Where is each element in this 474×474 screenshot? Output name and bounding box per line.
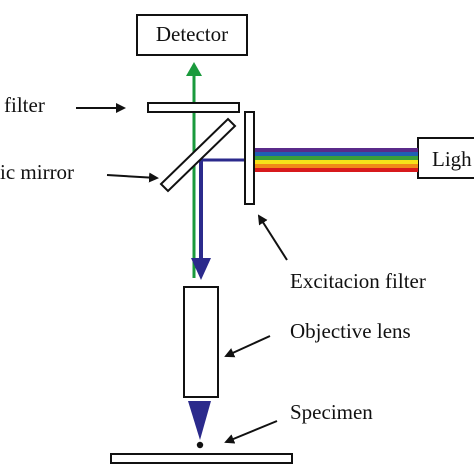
- arrow-icon: [106, 172, 159, 183]
- emission-filter: [147, 102, 240, 113]
- arrow-icon: [224, 335, 271, 358]
- objective-lens-label: Objective lens: [290, 319, 411, 343]
- spectrum-band: [255, 160, 418, 164]
- specimen-label: Specimen: [290, 400, 373, 424]
- spectrum-band: [255, 164, 418, 168]
- spectrum-band: [255, 168, 418, 172]
- excitation-filter: [244, 111, 255, 205]
- dichroic-mirror: [159, 117, 237, 193]
- specimen-callout: Specimen: [224, 400, 373, 444]
- excitation-beam: [191, 158, 245, 280]
- arrow-icon: [224, 420, 278, 444]
- light-source-label: Ligh: [432, 147, 472, 171]
- excitation-filter-label: Excitacion filter: [290, 269, 426, 293]
- detector: Detector: [136, 14, 248, 56]
- spectrum-band: [255, 152, 418, 156]
- focused-beam-cone: [188, 401, 211, 440]
- spectrum-band: [255, 148, 418, 152]
- spectrum-band: [255, 156, 418, 160]
- light-spectrum-beam: [255, 148, 418, 172]
- light-source: Ligh: [417, 137, 474, 179]
- detector-label: Detector: [156, 22, 228, 46]
- specimen-dot: [196, 441, 204, 449]
- dichroic-mirror-label: ic mirror: [0, 160, 74, 184]
- specimen-stage: [110, 453, 293, 464]
- objective-lens-callout: Objective lens: [224, 319, 411, 358]
- excitation-filter-callout: Excitacion filter: [257, 214, 426, 293]
- dichroic-mirror-callout: ic mirror: [0, 160, 159, 184]
- emission-filter-callout: filter: [4, 93, 126, 117]
- objective-lens: [183, 286, 219, 398]
- arrow-icon: [257, 214, 288, 261]
- emission-filter-label: filter: [4, 93, 45, 117]
